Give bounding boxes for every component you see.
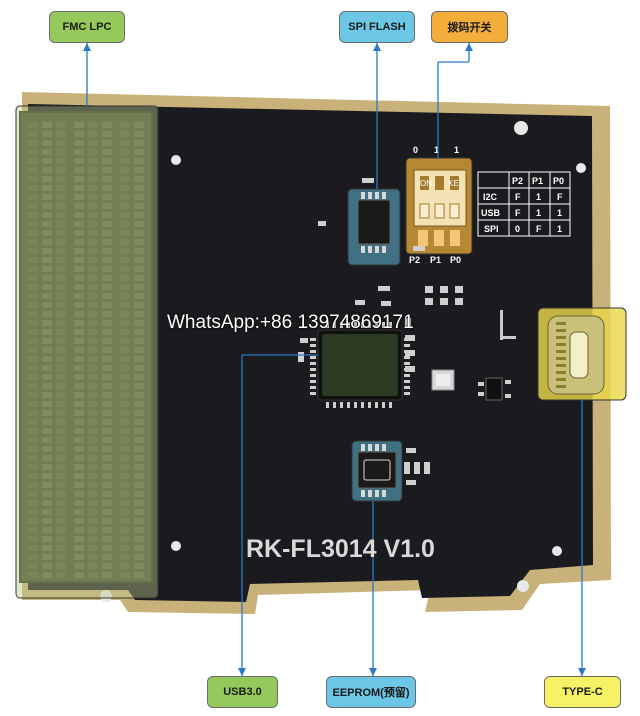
label-dip-switch: 拨码开关 [431,11,508,43]
spi-flash-pins [361,192,386,253]
label-type-c: TYPE-C [544,676,621,708]
eeprom-pad [363,459,391,481]
table-row-spi-p1: F [536,224,542,234]
fmc-highlight [15,105,159,599]
config-table-grid [477,171,571,237]
type-c-port [569,331,589,379]
board-title-silkscreen: RK-FL3014 V1.0 [246,535,435,563]
dip-switch-body [413,169,467,246]
label-spi-flash: SPI FLASH [339,11,415,43]
spi-flash-chip [357,199,391,245]
table-row-spi-p0: 1 [557,224,562,234]
table-row-usb-p0: 1 [557,208,562,218]
power-components [478,310,516,401]
label-eeprom: EEPROM(预留) [326,676,416,708]
usb-controller-passives [310,322,410,408]
dip-top-label-1: 0 [413,145,418,155]
table-row-i2c-label: I2C [483,192,498,202]
label-usb3: USB3.0 [207,676,278,708]
watermark-text: WhatsApp:+86 13974869171 [167,312,414,333]
usb-controller-chip-top [322,334,398,396]
table-row-usb-label: USB [481,208,501,218]
dip-top-label-2: 1 [434,145,439,155]
table-header-p0: P0 [553,176,564,186]
table-row-i2c-p1: 1 [536,192,541,202]
dip-switch-on-text: ON [420,179,432,188]
table-header-p2: P2 [512,176,523,186]
dip-switch-ke-text: KE [448,179,459,188]
table-row-usb-p1: 1 [536,208,541,218]
table-row-i2c-p0: F [557,192,563,202]
eeprom-passives [404,448,430,485]
dip-bottom-label-p2: P2 [409,255,420,265]
eeprom-pins [361,444,386,497]
label-fmc-lpc: FMC LPC [49,11,125,43]
table-row-spi-label: SPI [484,224,499,234]
table-row-spi-p2: 0 [515,224,520,234]
leader-lines [86,43,583,676]
crystal-top [436,374,450,386]
dip-bottom-label-p1: P1 [430,255,441,265]
dip-bottom-label-p0: P0 [450,255,461,265]
table-header-p1: P1 [532,176,543,186]
table-row-i2c-p2: F [515,192,521,202]
leader-arrows [83,43,586,676]
table-row-usb-p2: F [515,208,521,218]
dip-top-label-3: 1 [454,145,459,155]
mounting-holes [100,121,586,602]
type-c-pins [556,322,566,388]
fmc-connector-pins [28,122,144,578]
